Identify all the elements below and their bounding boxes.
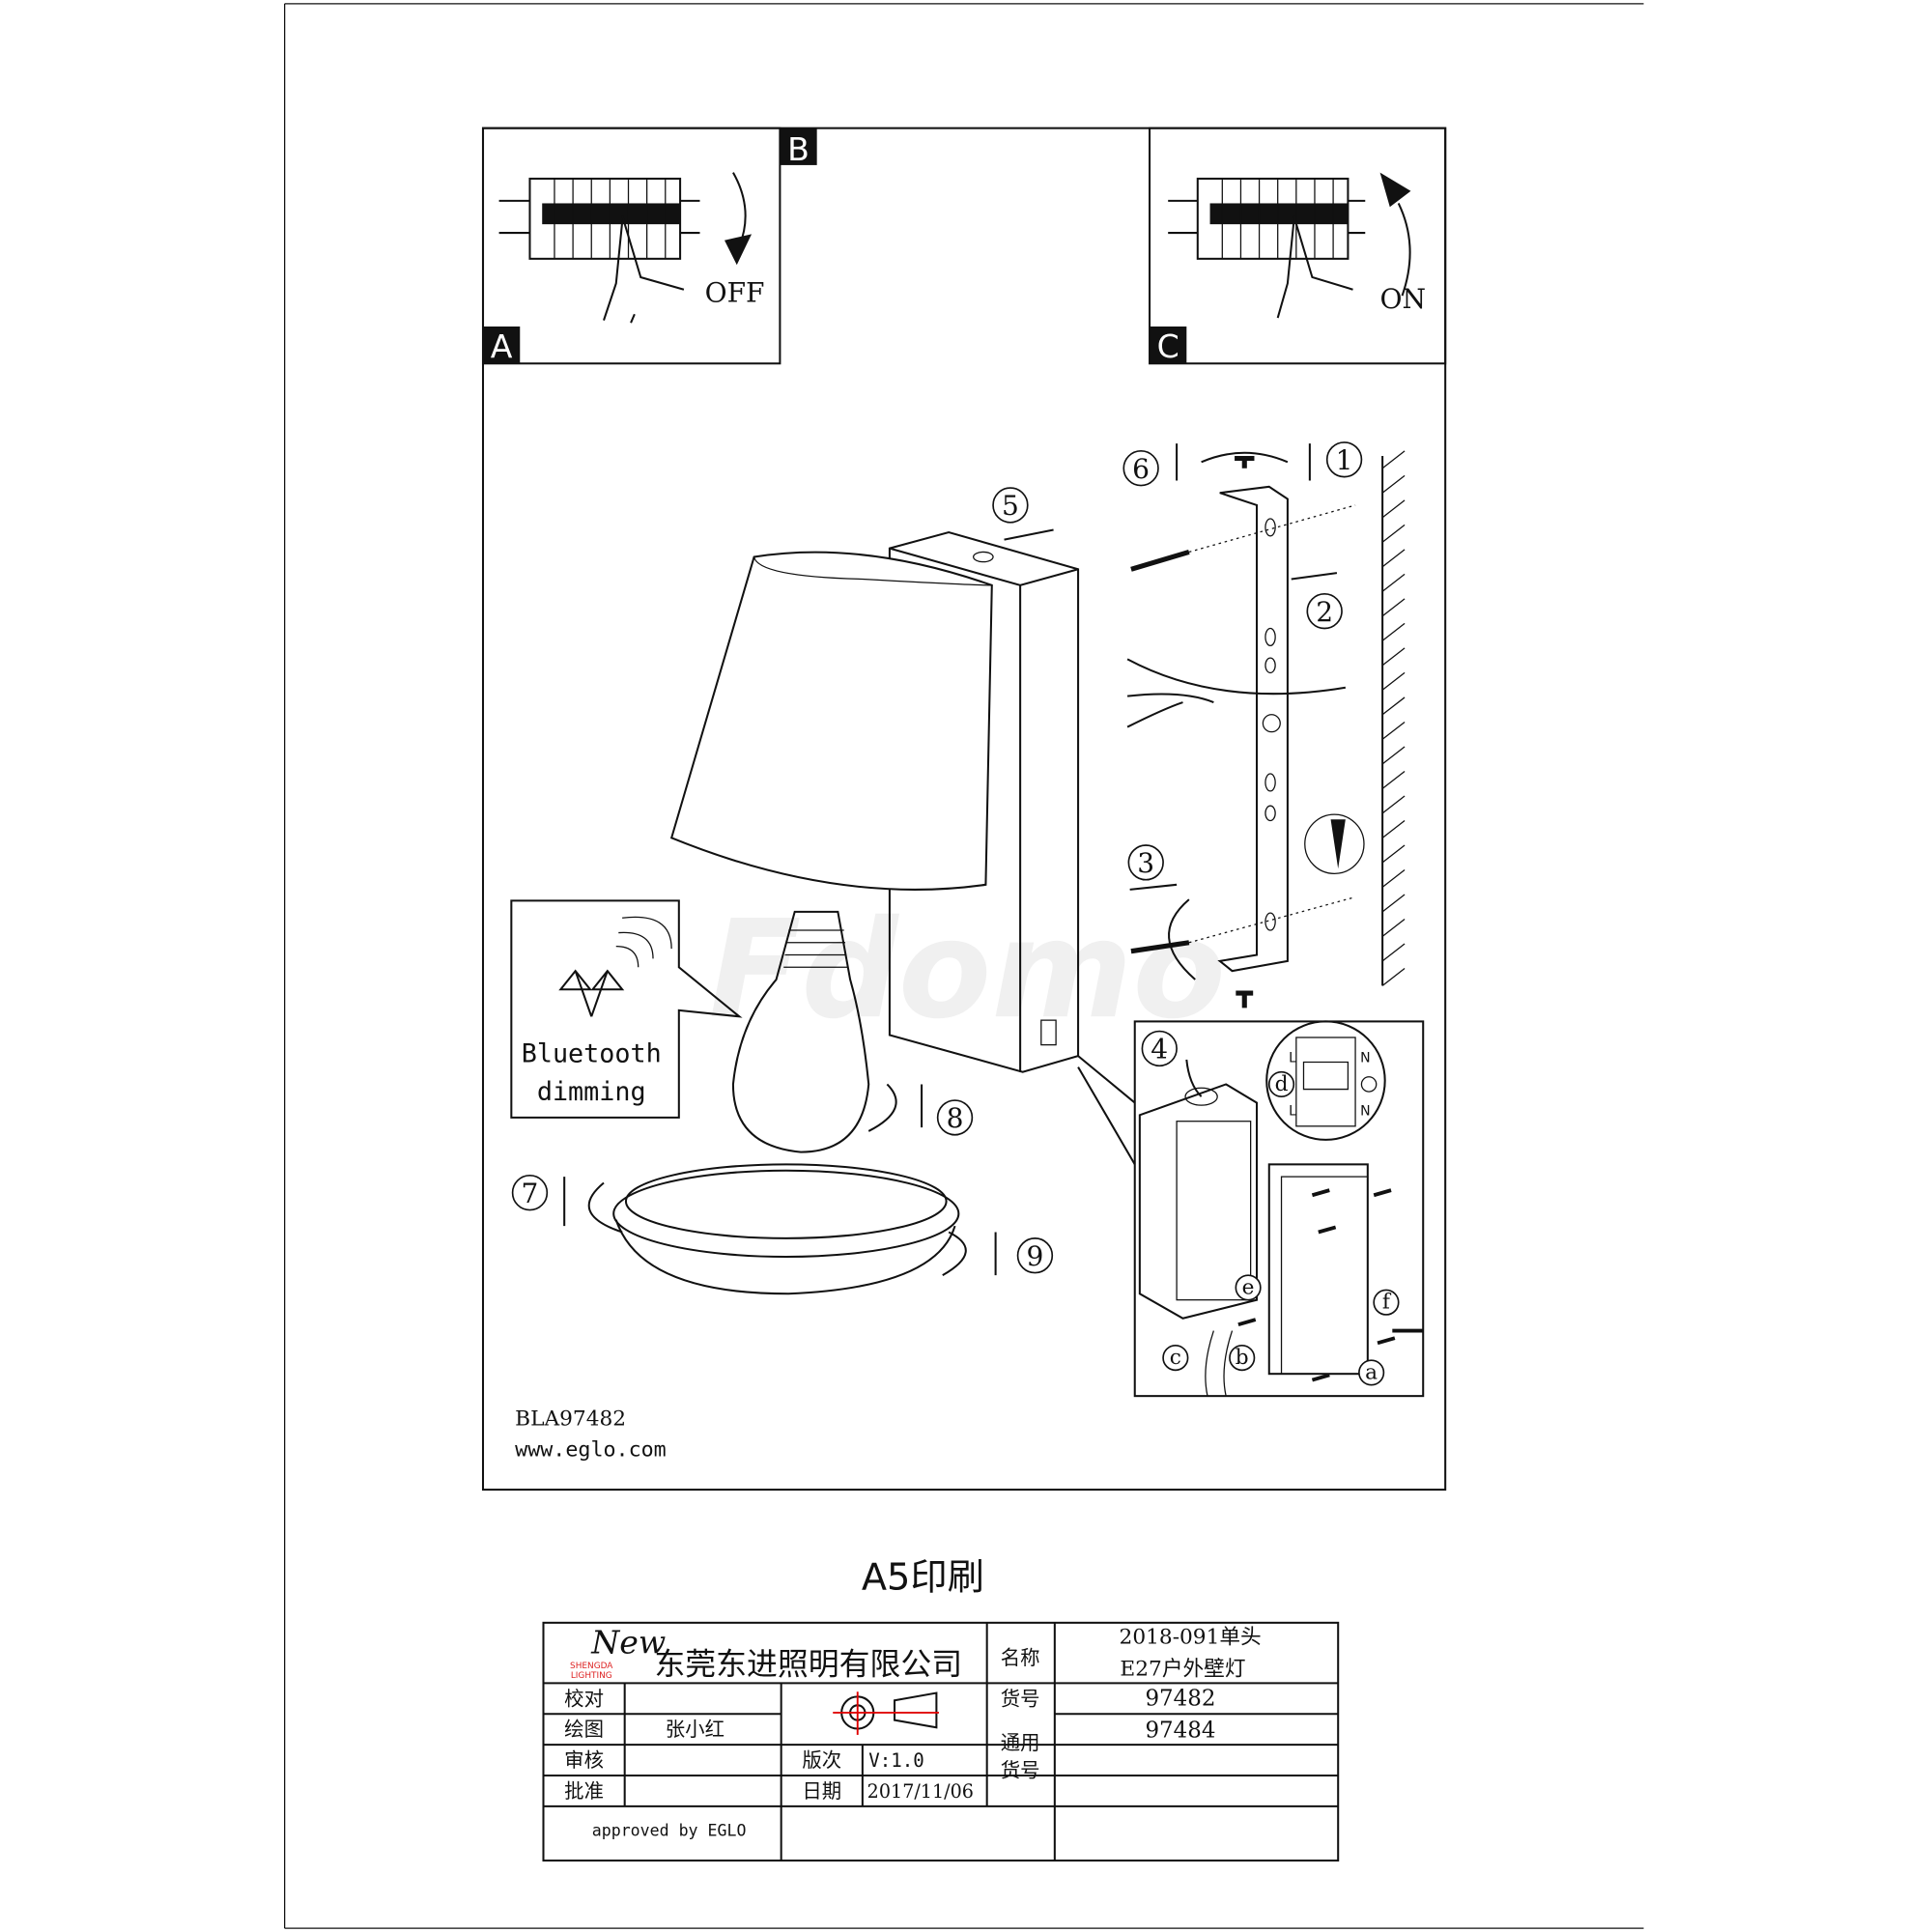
- item-no-label: 货号: [1001, 1687, 1040, 1710]
- detail-a: a: [1365, 1360, 1378, 1384]
- earth-icon: [1360, 1076, 1378, 1093]
- step-3: 3: [1137, 847, 1154, 879]
- name-value-2: E27户外壁灯: [1120, 1658, 1245, 1682]
- off-label: OFF: [705, 277, 765, 309]
- step-1: 1: [1336, 444, 1353, 476]
- hand-icon: [1276, 214, 1353, 319]
- terminal-n-label: N: [1360, 1050, 1370, 1065]
- bluetooth-label: Bluetooth: [522, 1038, 662, 1068]
- step-9: 9: [1026, 1240, 1043, 1272]
- draw-label: 绘图: [564, 1718, 604, 1741]
- glass-diffuser: [563, 1163, 997, 1295]
- svg-text:New: New: [590, 1624, 666, 1662]
- title-block: New SHENGDA LIGHTING 东莞东进照明有限公司 名称 2018-…: [542, 1621, 1340, 1862]
- panel-a-label: A: [491, 327, 513, 365]
- lamp-shade: [669, 551, 993, 891]
- step-4: 4: [1151, 1034, 1168, 1065]
- on-label: ON: [1380, 283, 1427, 315]
- svg-text:SHENGDA: SHENGDA: [570, 1662, 613, 1671]
- date-label: 日期: [802, 1779, 841, 1803]
- projection-symbol-icon: [833, 1691, 939, 1735]
- page-border: [284, 3, 1644, 1929]
- common-value: 97484: [1145, 1718, 1215, 1743]
- detail-d: d: [1275, 1072, 1289, 1096]
- breaker-panel-icon: [1168, 177, 1366, 260]
- step-7: 7: [522, 1178, 539, 1209]
- detail-markers: a b c d e f: [1162, 1070, 1400, 1386]
- version-label: 版次: [802, 1748, 841, 1772]
- step-2: 2: [1316, 596, 1333, 628]
- watermark: Fdomo: [709, 892, 1226, 1049]
- terminal-n-label: N: [1360, 1103, 1370, 1119]
- name-label: 名称: [1001, 1646, 1040, 1669]
- approve-label: 批准: [564, 1779, 604, 1803]
- detail-c: c: [1170, 1346, 1181, 1370]
- terminal-l-label: L: [1289, 1050, 1296, 1065]
- common-label-1: 通用: [1001, 1731, 1040, 1754]
- arrow-down-icon: [732, 172, 747, 247]
- shengda-logo: New SHENGDA LIGHTING: [570, 1624, 666, 1682]
- common-label-2: 货号: [1001, 1758, 1040, 1781]
- detail-f: f: [1382, 1291, 1392, 1315]
- draw-value: 张小红: [666, 1718, 724, 1741]
- signal-waves-icon: [615, 916, 672, 968]
- panel-c-switch-on: ON C: [1149, 127, 1447, 365]
- main-frame: [481, 127, 1447, 1492]
- cable-icon: [1126, 658, 1347, 728]
- website: www.eglo.com: [515, 1438, 667, 1463]
- wall-hatch: [1381, 450, 1406, 986]
- bluetooth-callout: Bluetooth dimming: [510, 899, 743, 1119]
- approved-by: approved by EGLO: [592, 1822, 747, 1840]
- step-8: 8: [947, 1102, 964, 1134]
- wall-plug-icon: [1330, 819, 1346, 869]
- date-value: 2017/11/06: [867, 1780, 974, 1803]
- review-label: 审核: [564, 1748, 604, 1772]
- light-bulb: [731, 910, 923, 1153]
- step-6: 6: [1132, 453, 1150, 485]
- mounting-bracket: [1004, 443, 1365, 1009]
- name-value-1: 2018-091单头: [1120, 1626, 1262, 1650]
- step-markers: 1 2 3 4 5 6 7 8 9: [511, 441, 1363, 1274]
- step-5: 5: [1002, 490, 1019, 522]
- detail-e: e: [1242, 1275, 1255, 1299]
- wiring-detail-inset: L N L N: [1077, 1020, 1425, 1398]
- hand-icon: [603, 214, 685, 324]
- screw-icon: [1130, 549, 1190, 954]
- svg-text:LIGHTING: LIGHTING: [571, 1671, 612, 1681]
- terminal-l-label: L: [1289, 1103, 1296, 1119]
- proof-label: 校对: [564, 1687, 604, 1710]
- item-no-value: 97482: [1145, 1686, 1215, 1711]
- panel-a-switch-off: OFF A: [481, 127, 781, 365]
- panel-c-label: C: [1157, 327, 1179, 365]
- dimming-label: dimming: [537, 1077, 646, 1107]
- bluetooth-icon: [558, 969, 625, 1017]
- breaker-panel-icon: [498, 177, 700, 260]
- detail-b: b: [1236, 1346, 1249, 1370]
- company-name: 东莞东进照明有限公司: [654, 1645, 962, 1682]
- version-value: V:1.0: [868, 1749, 924, 1772]
- arrow-up-icon: [1397, 203, 1411, 297]
- print-note: A5印刷: [862, 1555, 984, 1599]
- model-code: BLA97482: [515, 1407, 626, 1432]
- panel-b-label: B: [787, 130, 810, 168]
